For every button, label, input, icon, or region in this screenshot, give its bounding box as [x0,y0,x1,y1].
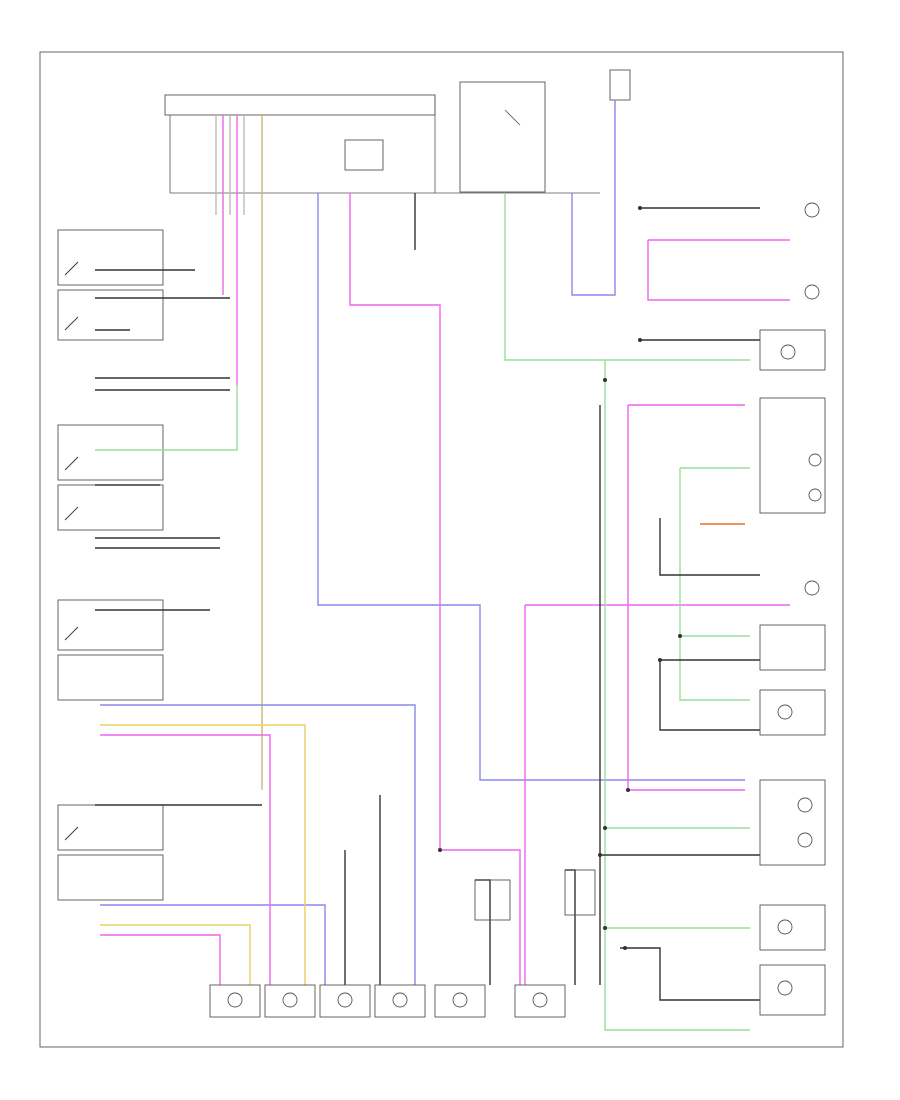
left-reading-lamp [319,984,371,1018]
splice-points [438,206,682,950]
left-front-lamp [209,984,261,1018]
module-pins [215,115,263,215]
bottom-lamps [209,984,566,1018]
left-rear-lamp [434,984,486,1018]
left-harness-wires [95,215,263,806]
colored-wires [100,100,790,1031]
control-module [164,69,631,194]
right-reading-lamp [374,984,426,1018]
right-front-lamp [264,984,316,1018]
right-components [474,202,826,1016]
diagram-frame [39,51,844,1048]
right-rear-lamp [514,984,566,1018]
